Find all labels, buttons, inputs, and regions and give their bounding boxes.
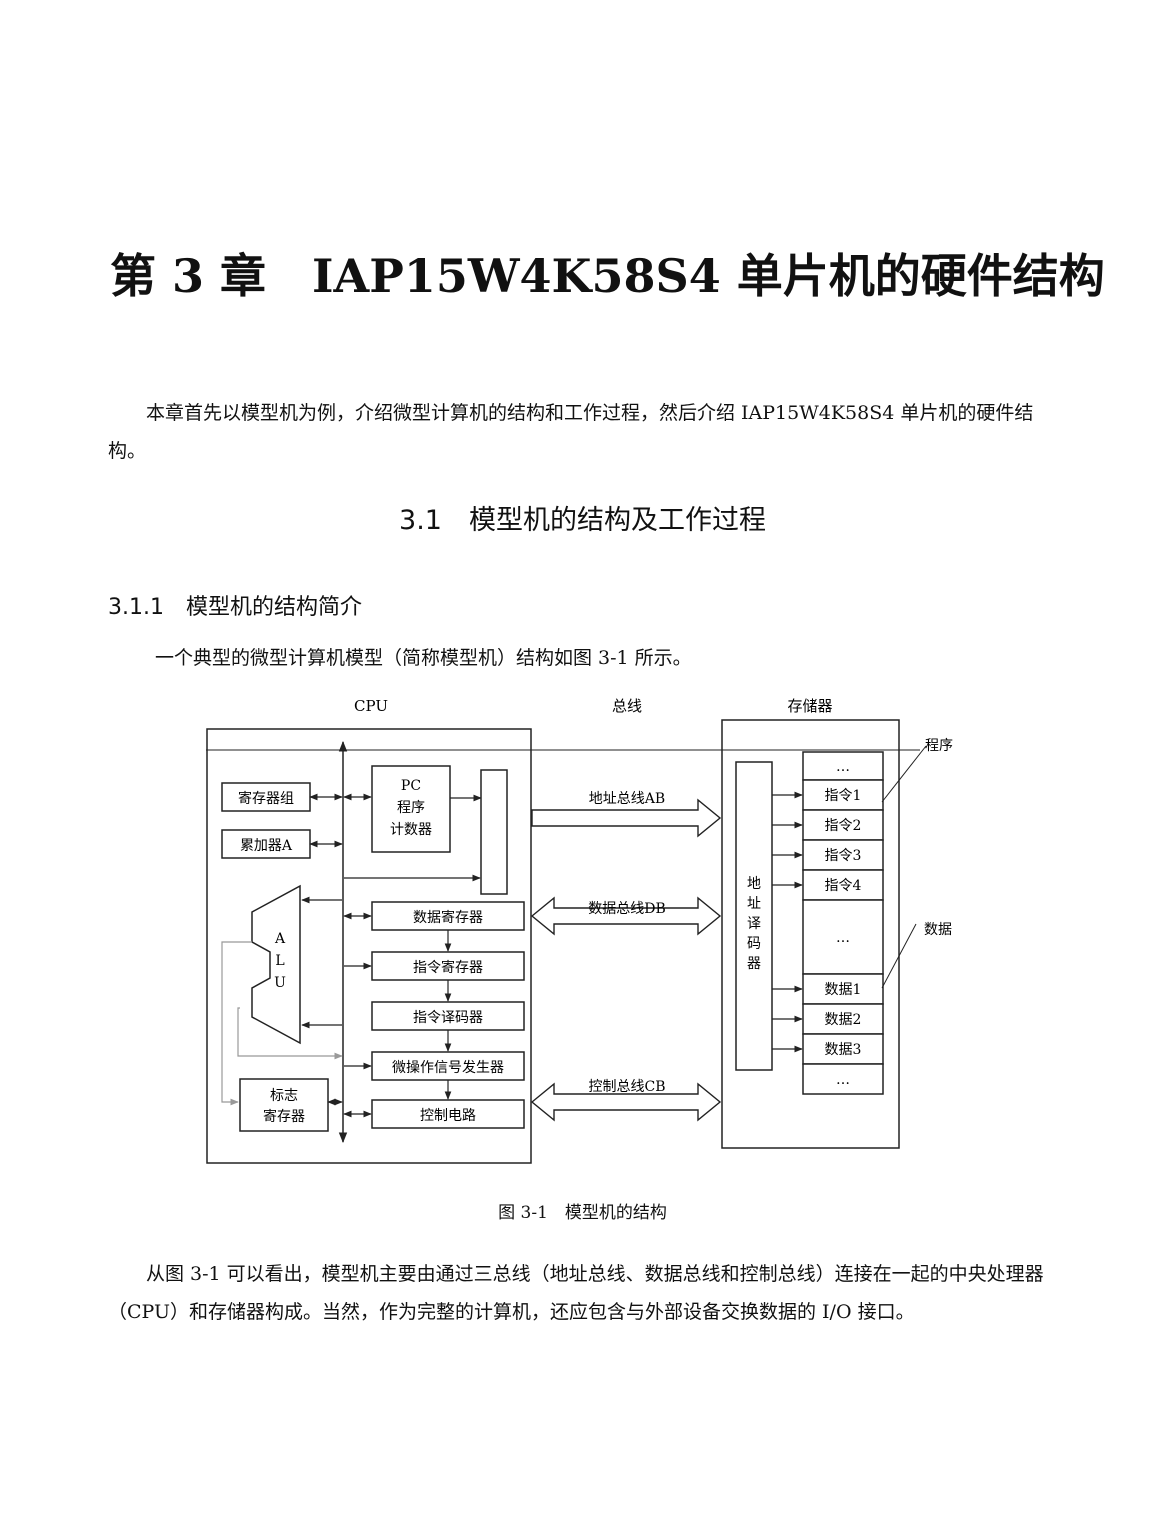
alu-letter-l: L <box>275 953 284 969</box>
program-label: 程序 <box>925 738 953 754</box>
instruction-decoder-box <box>371 1001 525 1031</box>
alu-shape <box>251 884 301 1045</box>
memory-cell <box>802 1063 884 1095</box>
memory-cell-label: 指令2 <box>825 818 862 834</box>
address-bus-label: 地址总线AB <box>589 791 665 807</box>
pc-label-1: PC <box>401 778 421 794</box>
memory-cell <box>802 869 884 901</box>
memory-cell <box>802 973 884 1005</box>
control-bus-arrow <box>530 1082 722 1122</box>
memory-cell-label: 数据1 <box>825 982 862 998</box>
address-register-box <box>480 769 508 895</box>
alu-letter-a: A <box>274 931 286 947</box>
flag-register-label-1: 标志 <box>270 1088 298 1104</box>
micro-op-generator-label: 微操作信号发生器 <box>392 1060 504 1076</box>
accumulator-label: 累加器A <box>240 838 293 854</box>
instruction-decoder-label: 指令译码器 <box>413 1010 483 1026</box>
register-group-label: 寄存器组 <box>238 790 294 807</box>
address-bus-arrow <box>531 798 722 838</box>
address-decoder-char: 地 <box>747 876 761 892</box>
memory-cell-label: … <box>836 930 850 946</box>
memory-frame <box>721 719 900 1149</box>
data-register-box <box>371 901 525 931</box>
address-decoder-char: 址 <box>747 896 761 912</box>
memory-cell-label: 数据2 <box>825 1012 862 1028</box>
data-label: 数据 <box>924 922 952 938</box>
control-bus-label: 控制总线CB <box>589 1079 666 1095</box>
alu-letter-u: U <box>274 975 286 991</box>
section-title: 3.1 模型机的结构及工作过程 <box>399 505 766 536</box>
intro-paragraph: 本章首先以模型机为例，介绍微型计算机的结构和工作过程，然后介绍 IAP15W4K… <box>108 402 1034 462</box>
address-decoder-char: 译 <box>747 916 761 932</box>
memory-cell <box>802 1003 884 1035</box>
flag-register-label-2: 寄存器 <box>263 1108 305 1125</box>
model-computer-diagram: CPU 总线 存储器 寄存器组 累加器A PC 程序 计数器 地址寄存器 A L… <box>200 690 965 1174</box>
flag-register-box <box>239 1078 329 1132</box>
memory-cell-label: … <box>836 759 850 775</box>
bus-header: 总线 <box>612 697 642 715</box>
memory-cell <box>802 1033 884 1065</box>
memory-cell-label: 指令3 <box>825 848 862 864</box>
memory-cell-label: 指令1 <box>825 788 862 804</box>
figure-caption: 图 3-1 模型机的结构 <box>498 1203 667 1223</box>
address-decoder-box <box>735 761 773 1071</box>
register-group-box <box>221 782 311 812</box>
chapter-title: 第 3 章 IAP15W4K58S4 单片机的硬件结构 <box>110 249 1105 303</box>
figure-intro-text: 一个典型的微型计算机模型（简称模型机）结构如图 3-1 所示。 <box>155 647 692 669</box>
cpu-header: CPU <box>354 697 388 715</box>
pc-label-3: 计数器 <box>390 822 432 838</box>
subsection-title: 3.1.1 模型机的结构简介 <box>108 595 362 620</box>
pc-label-2: 程序 <box>397 800 425 816</box>
memory-cell <box>802 809 884 841</box>
memory-cell <box>802 751 884 781</box>
control-circuit-box <box>371 1099 525 1129</box>
data-bus-arrow <box>530 896 722 936</box>
address-decoder-char: 器 <box>747 956 761 972</box>
memory-cell-label: 指令4 <box>825 878 862 894</box>
data-register-label: 数据寄存器 <box>413 909 483 926</box>
pc-box <box>371 765 451 853</box>
instruction-register-label: 指令寄存器 <box>413 959 483 976</box>
memory-cell-label: 数据3 <box>825 1042 862 1058</box>
conclusion-paragraph: 从图 3-1 可以看出，模型机主要由通过三总线（地址总线、数据总线和控制总线）连… <box>108 1263 1044 1323</box>
data-bus-label: 数据总线DB <box>588 901 666 917</box>
address-decoder-char: 码 <box>747 936 761 952</box>
control-circuit-label: 控制电路 <box>420 1108 476 1124</box>
memory-cell-label: … <box>836 1072 850 1088</box>
cpu-frame <box>206 728 532 1164</box>
instruction-register-box <box>371 951 525 981</box>
micro-op-generator-box <box>371 1051 525 1081</box>
memory-cells: … 指令1 指令2 指令3 指令4 … 数据1 数据2 数据3 … <box>772 751 884 1095</box>
memory-header: 存储器 <box>787 697 832 715</box>
